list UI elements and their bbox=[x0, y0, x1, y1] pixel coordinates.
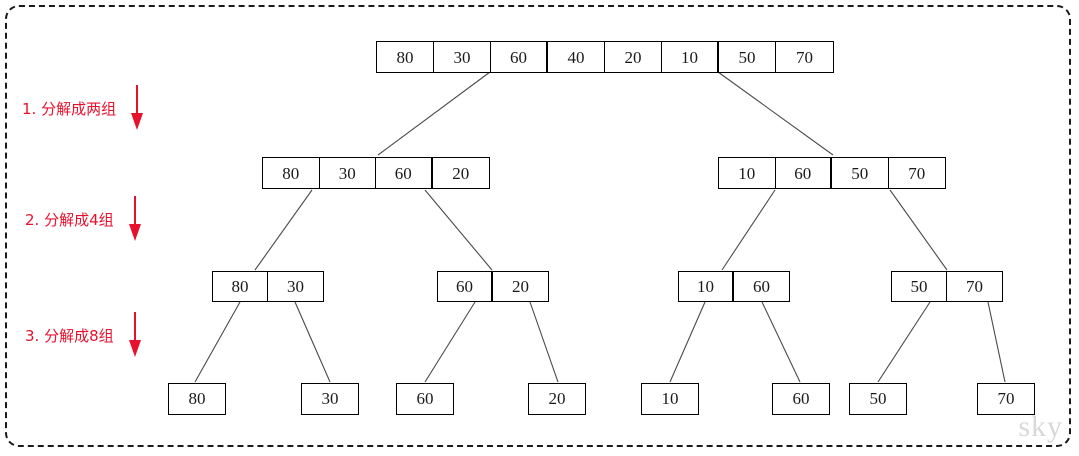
leaf-1: 80 bbox=[168, 383, 226, 415]
leaf-7: 50 bbox=[849, 383, 907, 415]
array-level2-4-cell-1: 50 bbox=[892, 272, 947, 301]
root-array-cell-8: 70 bbox=[796, 47, 813, 67]
root-array-cell-3: 60 bbox=[491, 42, 548, 72]
leaf-4: 20 bbox=[528, 383, 586, 415]
watermark: sky bbox=[1018, 410, 1063, 443]
root-array-cell-2: 30 bbox=[434, 42, 491, 72]
array-level1-left-cell-1: 80 bbox=[263, 158, 320, 188]
root-array-cell-1: 80 bbox=[377, 42, 434, 72]
array-level2-4-cell-2: 70 bbox=[966, 277, 983, 296]
array-level2-2: 60 20 bbox=[437, 271, 549, 302]
step-1-label: 1. 分解成两组 bbox=[22, 99, 117, 118]
array-level2-1-cell-2: 30 bbox=[287, 277, 304, 296]
down-arrow-icon bbox=[130, 85, 144, 131]
leaf-6: 60 bbox=[772, 383, 830, 415]
root-array-cell-4: 40 bbox=[548, 42, 605, 72]
leaf-8: 70 bbox=[977, 383, 1035, 415]
leaf-5: 10 bbox=[641, 383, 699, 415]
step-2: 2. 分解成4组 bbox=[25, 196, 142, 242]
array-level1-right-cell-1: 10 bbox=[719, 158, 776, 188]
step-1: 1. 分解成两组 bbox=[22, 85, 144, 131]
root-array-cell-7: 50 bbox=[719, 42, 776, 72]
array-level2-4: 50 70 bbox=[891, 271, 1003, 302]
array-level1-left-cell-2: 30 bbox=[320, 158, 376, 188]
step-2-label: 2. 分解成4组 bbox=[25, 210, 114, 229]
array-level1-left-cell-4: 20 bbox=[452, 163, 470, 183]
array-level1-right-cell-2: 60 bbox=[776, 158, 832, 188]
array-level2-1: 80 30 bbox=[212, 271, 324, 302]
array-level2-1-cell-1: 80 bbox=[213, 272, 268, 301]
root-array-cell-5: 20 bbox=[605, 42, 662, 72]
array-level2-2-cell-1: 60 bbox=[438, 272, 493, 301]
array-level1-left-cell-3: 60 bbox=[376, 158, 433, 188]
root-array-cell-6: 10 bbox=[662, 42, 719, 72]
step-3-label: 3. 分解成8组 bbox=[25, 326, 114, 345]
down-arrow-icon bbox=[128, 312, 142, 358]
array-level2-3-cell-1: 10 bbox=[679, 272, 734, 301]
array-level1-right-cell-4: 70 bbox=[908, 163, 926, 183]
array-level2-3: 10 60 bbox=[678, 271, 790, 302]
leaf-2: 30 bbox=[301, 383, 359, 415]
step-3: 3. 分解成8组 bbox=[25, 312, 142, 358]
array-level1-right-cell-3: 50 bbox=[832, 158, 889, 188]
leaf-3: 60 bbox=[396, 383, 454, 415]
array-level2-2-cell-2: 20 bbox=[512, 277, 529, 296]
down-arrow-icon bbox=[128, 196, 142, 242]
array-level2-3-cell-2: 60 bbox=[753, 277, 770, 296]
